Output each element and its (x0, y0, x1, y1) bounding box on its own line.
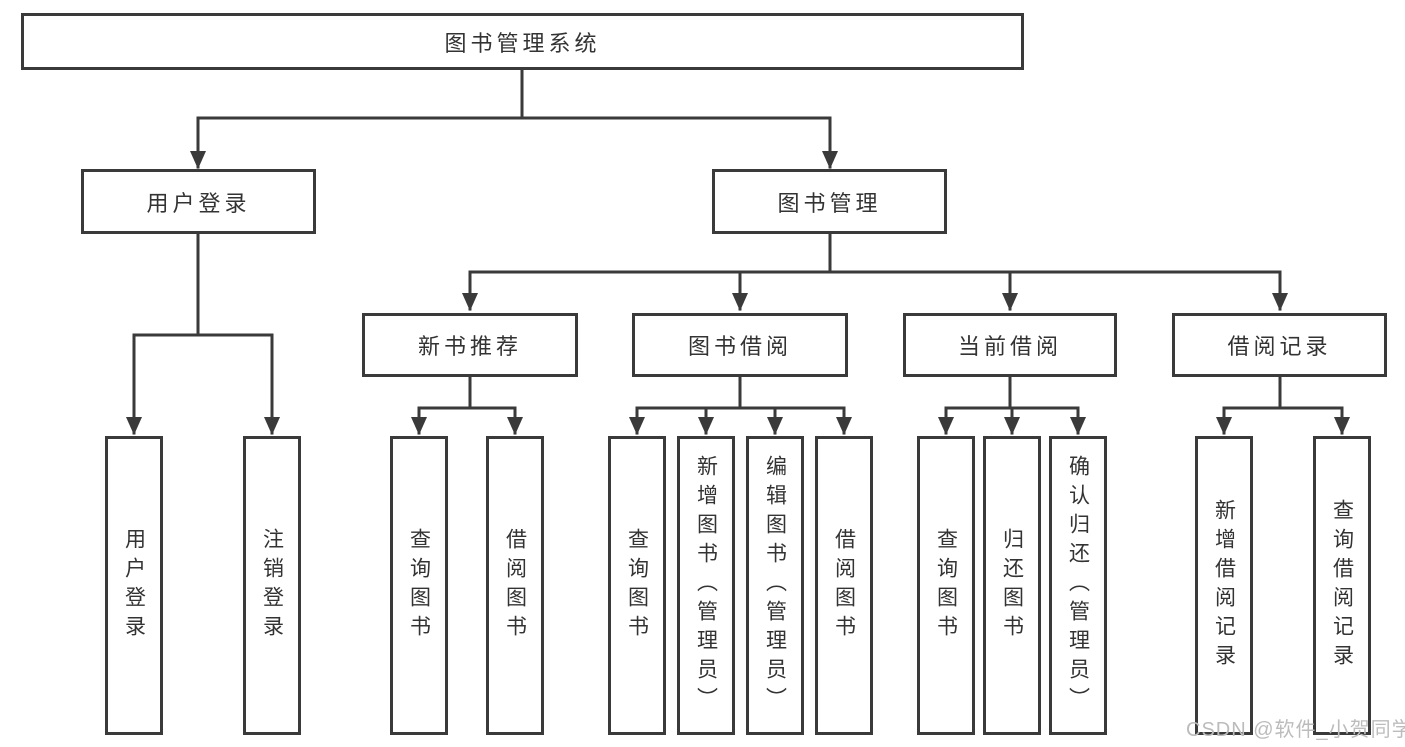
node-label: 借阅图书 (503, 527, 527, 644)
leaf-user-login: 用户登录 (105, 436, 163, 735)
node-label: 借阅记录 (1227, 334, 1332, 359)
leaf-query-books-borrow: 查询图书 (608, 436, 666, 735)
leaf-return-book: 归还图书 (983, 436, 1041, 735)
node-label: 新增借阅记录 (1212, 498, 1236, 673)
node-label: 当前借阅 (957, 334, 1062, 359)
leaf-borrow-books: 借阅图书 (815, 436, 873, 735)
node-label: 归还图书 (1000, 527, 1024, 644)
node-label: 用户登录 (122, 527, 146, 644)
node-label: 查询借阅记录 (1330, 498, 1354, 673)
node-library-system: 图书管理系统 (21, 13, 1024, 70)
node-book-borrow: 图书借阅 (632, 313, 848, 377)
leaf-confirm-return-admin: 确认归还（管理员） (1049, 436, 1107, 735)
leaf-add-book-admin: 新增图书（管理员） (677, 436, 735, 735)
leaf-add-borrow-record: 新增借阅记录 (1195, 436, 1253, 735)
node-label: 借阅图书 (832, 527, 856, 644)
node-user-login: 用户登录 (81, 169, 316, 234)
node-label: 新增图书（管理员） (694, 455, 718, 716)
leaf-borrow-books-recommend: 借阅图书 (486, 436, 544, 735)
node-label: 查询图书 (625, 527, 649, 644)
node-label: 编辑图书（管理员） (763, 455, 787, 716)
node-label: 注销登录 (260, 527, 284, 644)
node-book-management: 图书管理 (712, 169, 947, 234)
leaf-query-books-current: 查询图书 (917, 436, 975, 735)
node-borrow-records: 借阅记录 (1172, 313, 1387, 377)
csdn-watermark: CSDN @软件_小贺同学 (1186, 719, 1405, 741)
node-label: 查询图书 (934, 527, 958, 644)
leaf-logout: 注销登录 (243, 436, 301, 735)
node-label: 图书管理系统 (444, 30, 601, 56)
node-label: 图书借阅 (687, 334, 792, 359)
node-current-borrow: 当前借阅 (903, 313, 1117, 377)
node-new-book-recommend: 新书推荐 (362, 313, 578, 377)
node-label: 新书推荐 (417, 334, 522, 359)
leaf-query-borrow-record: 查询借阅记录 (1313, 436, 1371, 735)
node-label: 用户登录 (146, 190, 251, 216)
node-label: 图书管理 (777, 190, 882, 216)
leaf-edit-book-admin: 编辑图书（管理员） (746, 436, 804, 735)
node-label: 确认归还（管理员） (1066, 455, 1090, 716)
node-label: 查询图书 (407, 527, 431, 644)
leaf-query-books-recommend: 查询图书 (390, 436, 448, 735)
